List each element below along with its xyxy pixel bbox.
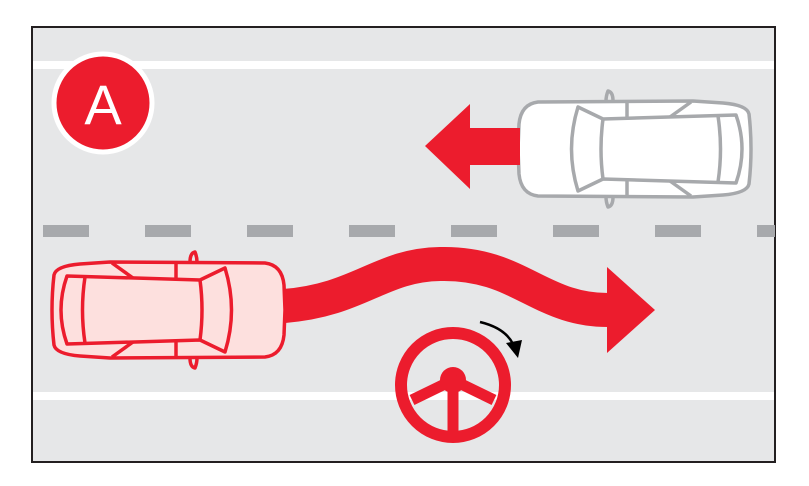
oncoming-car-icon bbox=[516, 89, 753, 209]
arrow-left-icon bbox=[425, 104, 520, 189]
road-edge-line-top bbox=[33, 61, 774, 69]
swerve-arrow-icon bbox=[282, 246, 613, 328]
scenario-badge: A bbox=[51, 51, 155, 155]
badge-label: A bbox=[84, 73, 122, 136]
steering-wheel-icon bbox=[395, 327, 511, 443]
car-icon bbox=[50, 250, 287, 370]
rotate-clockwise-icon bbox=[479, 320, 522, 358]
swerve-arrowhead bbox=[607, 267, 655, 353]
